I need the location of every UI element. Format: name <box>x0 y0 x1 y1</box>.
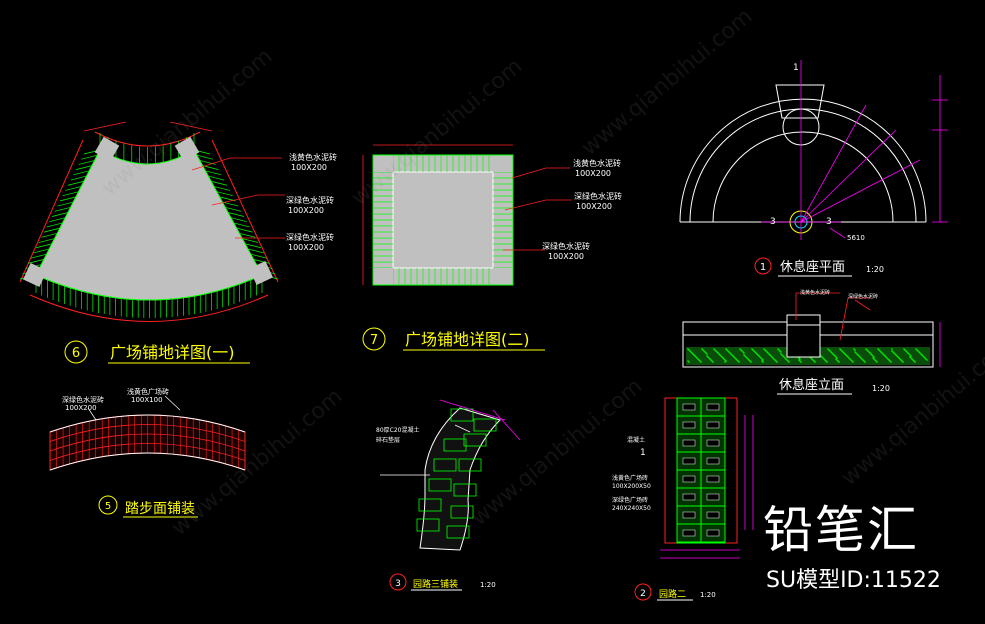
elev-note-a: 浅黄色水泥砖 <box>800 289 830 296</box>
model-id-label: SU模型ID:11522 <box>766 568 941 593</box>
section-mark-right: 3 <box>826 217 832 227</box>
note-3a: 80厚C20混凝土 <box>376 426 419 434</box>
note-2a-size: 100X200X50 <box>612 483 651 490</box>
detail-2-straight-path: 1 浅黄色广场砖 100X200X50 深绿色广场砖 240X240X50 混凝… <box>612 397 754 559</box>
detail-2-scale: 1:20 <box>700 591 716 599</box>
note-5a: 深绿色水泥砖 <box>62 395 104 404</box>
detail-1-scale: 1:20 <box>866 265 884 274</box>
detail-1-rest-seat-plan: 5610 3 3 1 <box>679 60 948 242</box>
note-7b-size: 100X200 <box>576 202 612 211</box>
note-6c-size: 100X200 <box>288 243 324 252</box>
path3-stone-blocks <box>416 408 497 539</box>
note-6a: 浅黄色水泥砖 <box>289 152 337 162</box>
note-7b: 深绿色水泥砖 <box>574 191 622 201</box>
note-6c: 深绿色水泥砖 <box>286 232 334 242</box>
detail-3-title: 园路三铺装 <box>413 578 458 590</box>
note-3b: 碎石垫层 <box>376 436 400 444</box>
note-2b: 深绿色广场砖 <box>612 496 648 504</box>
detail-7-square-paving: 浅黄色水泥砖 100X200 深绿色水泥砖 100X200 深绿色水泥砖 100… <box>362 144 622 286</box>
note-6b: 深绿色水泥砖 <box>286 195 334 205</box>
note-5b-size: 100X100 <box>131 396 163 404</box>
note-2c: 混凝土 <box>627 436 645 444</box>
section-mark-left: 3 <box>770 217 776 227</box>
detail-5-step-paving: 深绿色水泥砖 100X200 浅黄色广场砖 100X100 <box>49 387 246 471</box>
note-7a-size: 100X200 <box>575 169 611 178</box>
note-5b: 浅黄色广场砖 <box>127 387 169 396</box>
detail-6-fan-paving: 浅黄色水泥砖 100X200 深绿色水泥砖 100X200 深绿色水泥砖 100… <box>19 121 337 322</box>
detail-6-number: 6 <box>72 346 80 361</box>
detail-1-number: 1 <box>760 262 766 273</box>
detail-5-number: 5 <box>105 501 111 512</box>
elev-note-b: 深绿色水泥砖 <box>848 293 878 300</box>
section-mark-top: 1 <box>793 63 799 73</box>
note-6a-size: 100X200 <box>291 163 327 172</box>
elevation-title: 休息座立面 <box>779 377 844 393</box>
section-mark-b: 1 <box>640 448 646 458</box>
detail-7-title: 广场铺地详图(二) <box>405 330 530 349</box>
note-7c: 深绿色水泥砖 <box>542 241 590 251</box>
note-7a: 浅黄色水泥砖 <box>573 158 621 168</box>
brand-logo-text: 铅笔汇 <box>763 501 919 559</box>
step5-brick-lines <box>49 415 246 470</box>
detail-3-scale: 1:20 <box>480 581 496 589</box>
detail-3-number: 3 <box>395 579 401 589</box>
note-5a-size: 100X200 <box>65 404 97 412</box>
detail-1-title: 休息座平面 <box>780 259 845 275</box>
detail-2-number: 2 <box>640 589 646 599</box>
detail-7-number: 7 <box>370 333 378 348</box>
path2-tile-grid <box>677 397 725 543</box>
note-6b-size: 100X200 <box>288 206 324 215</box>
detail-5-title: 踏步面铺装 <box>125 501 195 517</box>
radius-label: 5610 <box>847 234 865 242</box>
rest-seat-elevation: 浅黄色水泥砖 深绿色水泥砖 <box>682 289 941 368</box>
note-2a: 浅黄色广场砖 <box>612 474 648 482</box>
note-7c-size: 100X200 <box>548 252 584 261</box>
detail-3-curved-path: 80厚C20混凝土 碎石垫层 <box>376 399 521 551</box>
note-2b-size: 240X240X50 <box>612 505 651 512</box>
elevation-scale: 1:20 <box>872 384 890 393</box>
detail-6-title: 广场铺地详图(一) <box>110 343 235 362</box>
detail-2-title: 园路二 <box>659 588 686 600</box>
